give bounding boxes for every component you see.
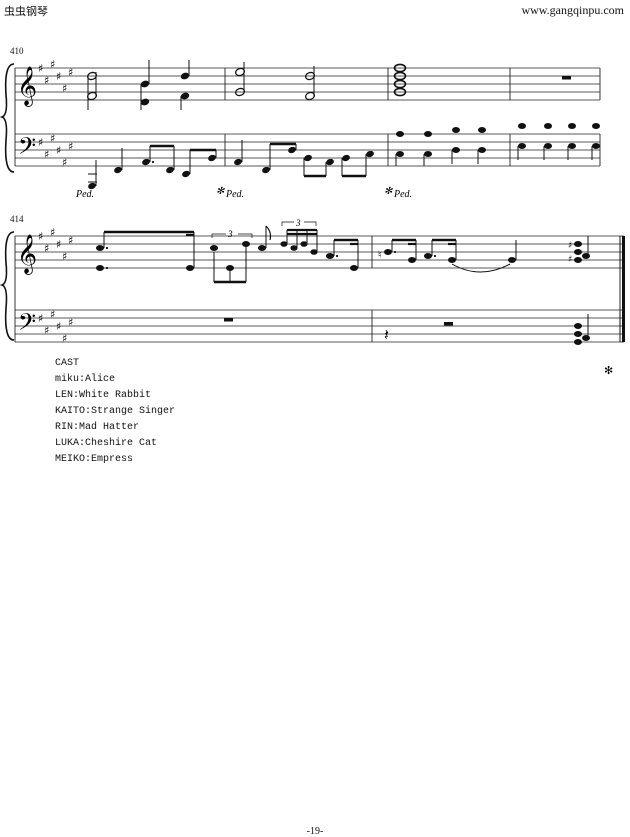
svg-text:3: 3 xyxy=(227,229,233,239)
svg-text:♯: ♯ xyxy=(68,234,73,247)
svg-text:3: 3 xyxy=(295,218,301,228)
svg-text:♯: ♯ xyxy=(62,82,67,95)
pedal-release-mark: ✻ xyxy=(604,365,613,377)
measure-412-413-bass xyxy=(396,123,600,157)
svg-text:♯: ♯ xyxy=(56,144,61,157)
barlines xyxy=(14,68,601,166)
bass-staff-lines xyxy=(15,133,600,167)
svg-text:♯: ♯ xyxy=(50,58,55,71)
key-signature-bass: ♯♯♯ ♯♯♯ xyxy=(38,132,73,169)
svg-text:♯: ♯ xyxy=(56,320,61,333)
svg-text:♯: ♯ xyxy=(38,230,43,243)
measure-411-bass xyxy=(234,140,374,178)
svg-text:♯: ♯ xyxy=(68,316,73,329)
svg-text:Ped.: Ped. xyxy=(225,189,244,200)
svg-text:♯: ♯ xyxy=(44,148,49,161)
svg-text:Ped.: Ped. xyxy=(75,189,94,200)
svg-text:♯: ♯ xyxy=(568,241,572,251)
cast-entry: miku:Alice xyxy=(55,374,116,385)
svg-text:♯: ♯ xyxy=(62,332,67,345)
svg-text:♯: ♯ xyxy=(68,140,73,153)
measure-number-410: 410 xyxy=(10,46,24,56)
measure-412-413-bass-stems xyxy=(395,146,593,166)
cast-list: CAST miku:Alice LEN:White Rabbit KAITO:S… xyxy=(55,356,175,468)
pedal-marks-system-1: Ped. ✻ Ped. ✻ Ped. xyxy=(75,186,412,200)
bass-staff-lines xyxy=(15,309,624,343)
measure-415-bass: 𝄽 xyxy=(384,314,590,345)
measure-412-treble xyxy=(393,63,407,97)
svg-text:♯: ♯ xyxy=(68,66,73,79)
svg-text:♯: ♯ xyxy=(62,156,67,169)
measure-414-treble: 3 3 xyxy=(96,218,359,284)
key-signature-bass: ♯♯♯ ♯♯♯ xyxy=(38,308,73,345)
system-1: 𝄞 𝄢 ♯♯♯ ♯♯♯ ♯♯♯ ♯♯♯ xyxy=(0,58,601,200)
whole-rest xyxy=(224,318,233,322)
treble-clef-icon: 𝄞 xyxy=(17,234,37,275)
key-signature-treble: ♯♯♯ ♯♯♯ xyxy=(38,58,73,95)
cast-entry: MEIKO:Empress xyxy=(55,454,134,465)
svg-text:♯: ♯ xyxy=(62,250,67,263)
svg-text:♯: ♯ xyxy=(44,324,49,337)
cast-heading: CAST xyxy=(55,358,80,369)
svg-text:♯: ♯ xyxy=(44,242,49,255)
grand-staff-brace xyxy=(0,231,15,341)
svg-text:♮: ♮ xyxy=(378,250,382,261)
cast-entry: RIN:Mad Hatter xyxy=(55,422,140,433)
svg-text:♯: ♯ xyxy=(56,238,61,251)
svg-text:♯: ♯ xyxy=(38,62,43,75)
bass-clef-icon: 𝄢 xyxy=(18,132,36,165)
measure-410-bass xyxy=(88,144,217,190)
system-2: 𝄞 𝄢 ♯♯♯ ♯♯♯ ♯♯♯ ♯♯♯ 3 xyxy=(0,218,625,377)
final-barline xyxy=(622,236,625,342)
key-signature-treble: ♯♯♯ ♯♯♯ xyxy=(38,226,73,263)
svg-text:✻: ✻ xyxy=(384,186,393,197)
svg-text:✻: ✻ xyxy=(216,186,225,197)
svg-text:♯: ♯ xyxy=(568,255,572,265)
svg-text:♯: ♯ xyxy=(50,132,55,145)
cast-entry: LUKA:Cheshire Cat xyxy=(55,438,158,449)
treble-clef-icon: 𝄞 xyxy=(17,66,37,107)
treble-staff-lines xyxy=(15,235,624,269)
svg-text:♯: ♯ xyxy=(38,312,43,325)
measure-415-treble: ♮ ♯ ♯ xyxy=(378,236,590,273)
site-logo-text: 虫虫钢琴 xyxy=(4,5,48,18)
svg-text:Ped.: Ped. xyxy=(393,189,412,200)
measure-410-treble xyxy=(86,60,190,110)
site-url: www.gangqinpu.com xyxy=(521,3,624,17)
svg-text:♯: ♯ xyxy=(50,226,55,239)
svg-text:♯: ♯ xyxy=(38,136,43,149)
cast-entry: KAITO:Strange Singer xyxy=(55,406,176,417)
grand-staff-brace xyxy=(0,63,15,173)
measure-411-treble xyxy=(234,62,316,101)
svg-text:♯: ♯ xyxy=(50,308,55,321)
page-number: -19- xyxy=(306,826,324,837)
whole-rest xyxy=(562,76,571,80)
treble-staff-lines xyxy=(15,67,600,101)
cast-entry: LEN:White Rabbit xyxy=(55,390,152,401)
measure-number-414: 414 xyxy=(10,214,24,224)
bass-clef-icon: 𝄢 xyxy=(18,308,36,341)
svg-text:♯: ♯ xyxy=(44,74,49,87)
svg-text:𝄽: 𝄽 xyxy=(384,325,389,344)
svg-text:♯: ♯ xyxy=(56,70,61,83)
